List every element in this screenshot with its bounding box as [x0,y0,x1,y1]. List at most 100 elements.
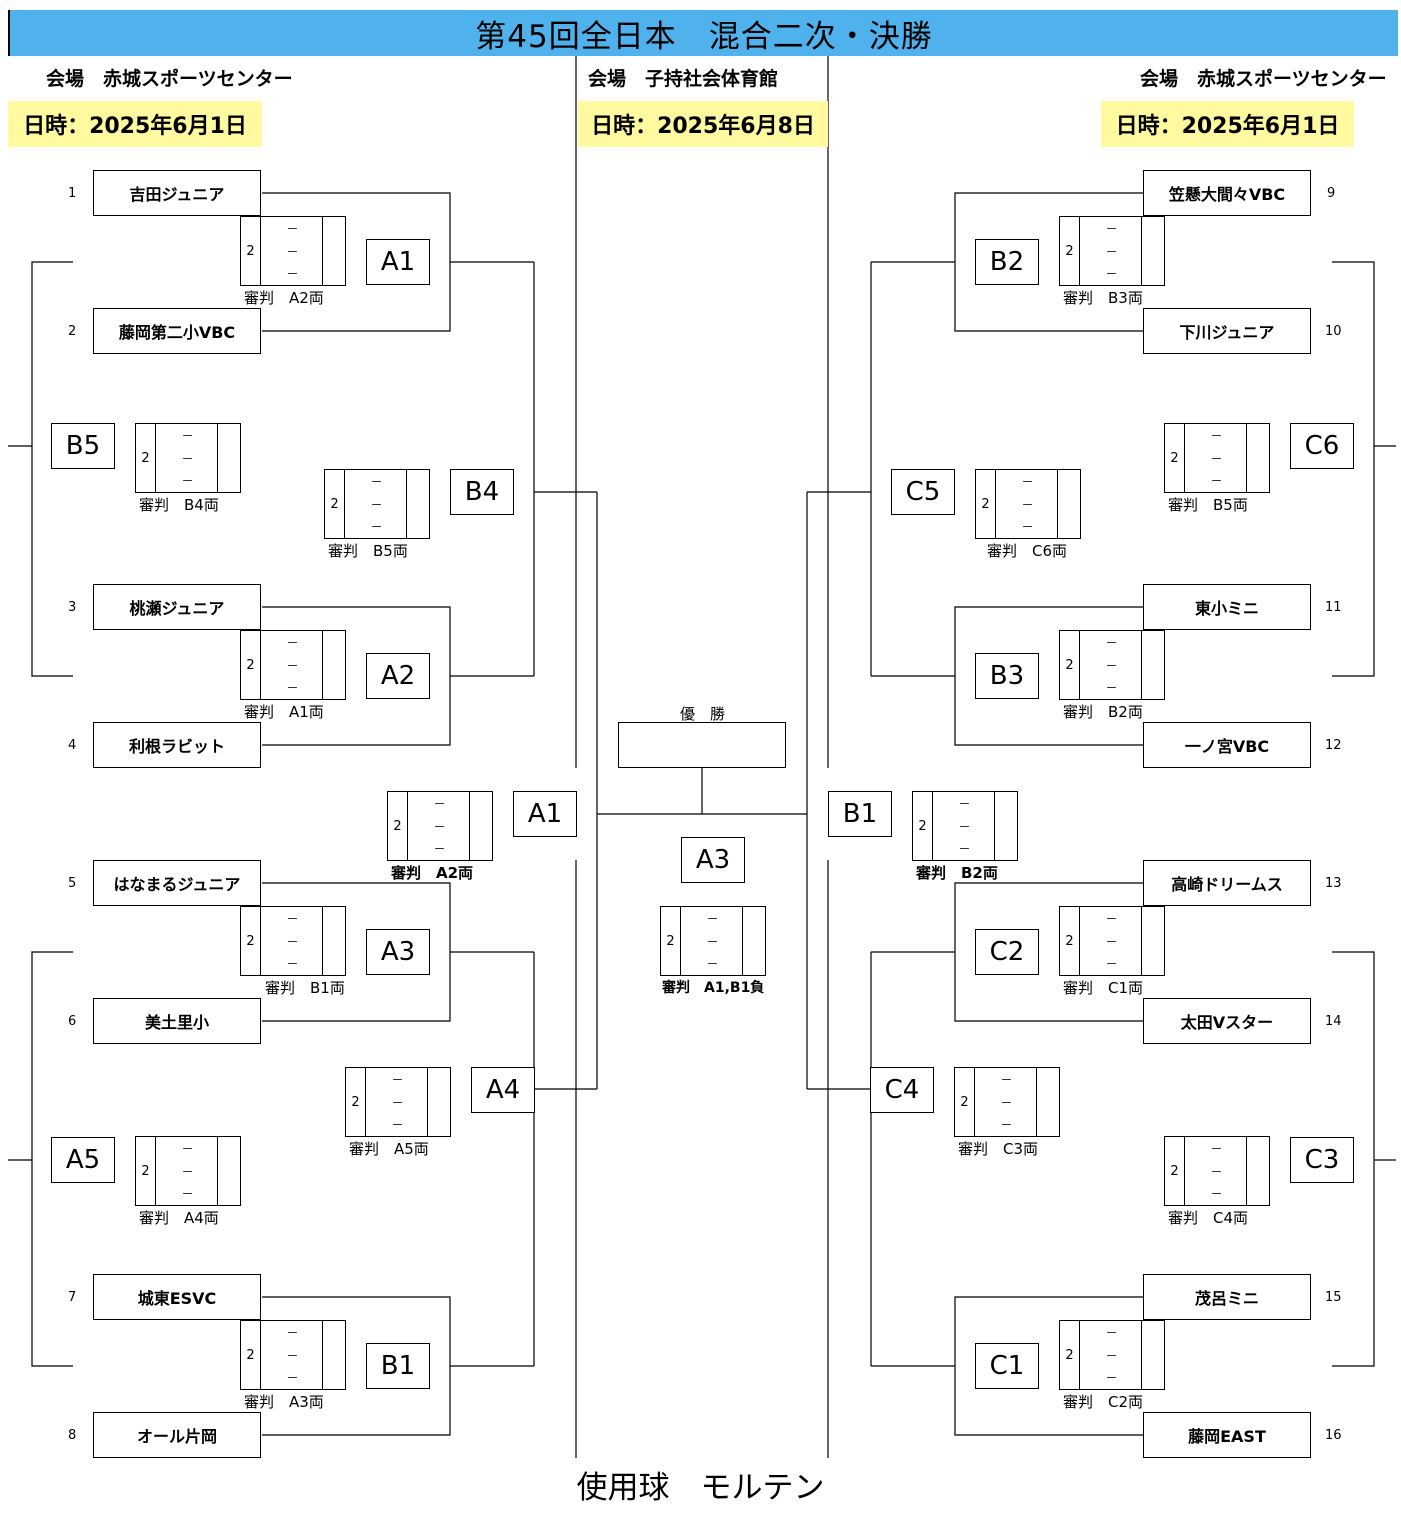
referee-note: 審判 B5両 [328,542,408,560]
match-label: C4 [870,1067,934,1113]
score-box: 2－－－ [324,469,430,539]
score-box: 2－－－ [912,791,1018,861]
team-box: はなまるジュニア [93,860,261,906]
page-title: 第45回全日本 混合二次・決勝 [8,10,1398,56]
score-box: 2－－－ [240,630,346,700]
match-label: C1 [975,1343,1039,1389]
referee-note: 審判 A2両 [391,864,474,882]
referee-note: 審判 B2両 [916,864,998,882]
team-box: オール片岡 [93,1412,261,1458]
seed-number: 13 [1325,876,1342,891]
seed-number: 8 [68,1428,77,1443]
match-label: B1 [366,1343,430,1389]
team-box: 城東ESVC [93,1274,261,1320]
referee-note: 審判 C3両 [958,1140,1039,1158]
score-box: 2－－－ [954,1067,1060,1137]
footer-note: 使用球 モルテン [576,1470,825,1506]
champion-label: 優 勝 [680,705,726,723]
match-label: A2 [366,653,430,699]
referee-note: 審判 A2両 [244,289,324,307]
match-label: C5 [891,469,955,515]
match-label: A3 [366,929,430,975]
score-box: 2－－－ [135,423,241,493]
champion-box [618,722,786,768]
referee-note: 審判 C1両 [1063,979,1144,997]
right-venue: 会場 赤城スポーツセンター [1140,68,1387,90]
referee-note: 審判 B1両 [265,979,345,997]
match-label: C3 [1290,1137,1354,1183]
seed-number: 15 [1325,1290,1342,1305]
seed-number: 4 [68,738,77,753]
score-box: 2－－－ [345,1067,451,1137]
score-box: 2－－－ [240,1320,346,1390]
match-label: B1 [828,791,892,837]
team-box: 吉田ジュニア [93,170,261,216]
seed-number: 1 [68,186,77,201]
score-box: 2－－－ [660,906,766,976]
score-box: 2－－－ [1059,1320,1165,1390]
match-label: A4 [471,1067,535,1113]
referee-note: 審判 A1両 [244,703,324,721]
match-label: B4 [450,469,514,515]
left-date: 日時：2025年6月1日 [8,101,262,147]
team-box: 利根ラビット [93,722,261,768]
score-box: 2－－－ [1164,423,1270,493]
seed-number: 7 [68,1290,77,1305]
center-date: 日時：2025年6月8日 [578,101,828,147]
team-box: 茂呂ミニ [1143,1274,1311,1320]
match-label: A1 [366,239,430,285]
score-box: 2－－－ [135,1136,241,1206]
referee-note: 審判 C4両 [1168,1209,1249,1227]
referee-note: 審判 A3両 [244,1393,324,1411]
team-box: 高崎ドリームス [1143,860,1311,906]
referee-note: 審判 B4両 [139,496,219,514]
seed-number: 10 [1325,324,1342,339]
team-box: 太田Vスター [1143,998,1311,1044]
team-box: 笠懸大間々VBC [1143,170,1311,216]
referee-note: 審判 C6両 [987,542,1068,560]
left-venue: 会場 赤城スポーツセンター [46,68,293,90]
team-box: 藤岡第二小VBC [93,308,261,354]
seed-number: 11 [1325,600,1342,615]
match-label: A3 [681,837,745,883]
match-label: C6 [1290,423,1354,469]
score-box: 2－－－ [387,791,493,861]
score-box: 2－－－ [1164,1136,1270,1206]
referee-note: 審判 B5両 [1168,496,1248,514]
team-box: 下川ジュニア [1143,308,1311,354]
team-box: 藤岡EAST [1143,1412,1311,1458]
seed-number: 5 [68,876,77,891]
match-label: B2 [975,239,1039,285]
score-box: 2－－－ [1059,630,1165,700]
score-box: 2－－－ [975,469,1081,539]
seed-number: 3 [68,600,77,615]
score-box: 2－－－ [1059,216,1165,286]
center-venue: 会場 子持社会体育館 [588,68,779,90]
team-box: 一ノ宮VBC [1143,722,1311,768]
right-date: 日時：2025年6月1日 [1101,101,1354,147]
referee-note: 審判 B2両 [1063,703,1143,721]
referee-note: 審判 A5両 [349,1140,429,1158]
referee-note: 審判 A4両 [139,1209,219,1227]
seed-number: 12 [1325,738,1342,753]
match-label: B5 [51,423,115,469]
match-label: C2 [975,929,1039,975]
match-label: A1 [513,791,577,837]
match-label: A5 [51,1137,115,1183]
seed-number: 6 [68,1014,77,1029]
team-box: 美土里小 [93,998,261,1044]
score-box: 2－－－ [240,906,346,976]
seed-number: 2 [68,324,77,339]
seed-number: 9 [1327,186,1336,201]
referee-note: 審判 A1,B1負 [662,980,765,996]
referee-note: 審判 B3両 [1063,289,1143,307]
seed-number: 16 [1325,1428,1342,1443]
score-box: 2－－－ [240,216,346,286]
team-box: 桃瀬ジュニア [93,584,261,630]
seed-number: 14 [1325,1014,1342,1029]
match-label: B3 [975,653,1039,699]
score-box: 2－－－ [1059,906,1165,976]
team-box: 東小ミニ [1143,584,1311,630]
